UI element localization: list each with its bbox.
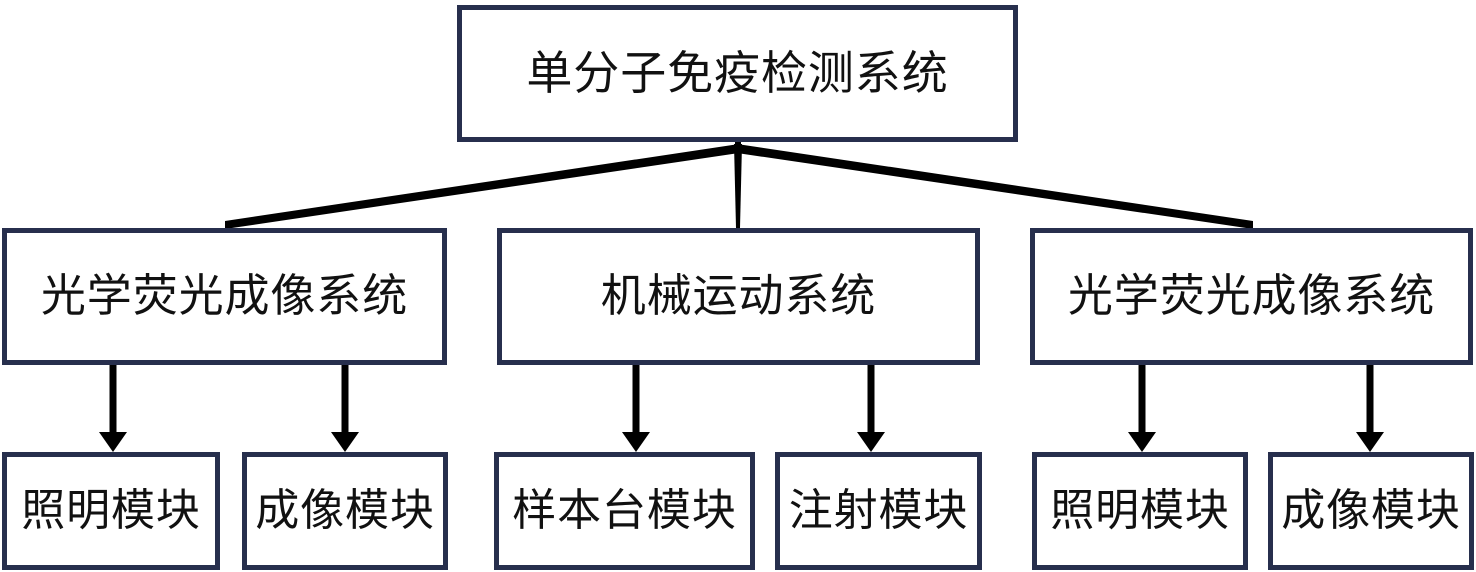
- node-imaging-module-left[interactable]: 成像模块: [242, 452, 448, 570]
- arrow-optical-left-to-leaf-0: [99, 364, 127, 452]
- arrow-mechanical-to-leaf-3: [857, 364, 885, 452]
- node-mechanical-motion-system[interactable]: 机械运动系统: [497, 228, 980, 365]
- node-optical-fluorescence-imaging-left[interactable]: 光学荧光成像系统: [2, 228, 447, 365]
- node-illumination-module-right-label: 照明模块: [1050, 486, 1230, 535]
- node-illumination-module-left[interactable]: 照明模块: [2, 452, 220, 570]
- arrow-mechanical-to-leaf-2: [622, 364, 650, 452]
- node-imaging-module-right-label: 成像模块: [1281, 486, 1461, 535]
- connector-root-to-optical-left: [225, 144, 739, 229]
- node-illumination-module-right[interactable]: 照明模块: [1032, 452, 1248, 570]
- node-sample-stage-module-label: 样本台模块: [512, 486, 737, 535]
- node-root-label: 单分子免疫检测系统: [526, 47, 949, 99]
- node-optical-fluorescence-imaging-right[interactable]: 光学荧光成像系统: [1030, 228, 1473, 365]
- node-sample-stage-module[interactable]: 样本台模块: [494, 452, 755, 570]
- node-imaging-module-right[interactable]: 成像模块: [1268, 452, 1474, 570]
- arrow-optical-left-to-leaf-1: [331, 364, 359, 452]
- node-illumination-module-left-label: 照明模块: [21, 486, 201, 535]
- node-injection-module-label: 注射模块: [788, 486, 969, 535]
- connector-root-to-mechanical: [734, 144, 742, 228]
- node-injection-module[interactable]: 注射模块: [775, 452, 982, 570]
- node-mechanical-motion-system-label: 机械运动系统: [600, 271, 877, 321]
- arrow-optical-right-to-leaf-4: [1128, 364, 1156, 452]
- node-optical-fluorescence-imaging-left-label: 光学荧光成像系统: [40, 271, 409, 321]
- arrow-optical-right-to-leaf-5: [1356, 364, 1384, 452]
- node-root-system[interactable]: 单分子免疫检测系统: [457, 5, 1018, 142]
- node-optical-fluorescence-imaging-right-label: 光学荧光成像系统: [1067, 271, 1436, 321]
- connector-root-to-optical-right: [737, 144, 1253, 229]
- node-imaging-module-left-label: 成像模块: [255, 486, 435, 535]
